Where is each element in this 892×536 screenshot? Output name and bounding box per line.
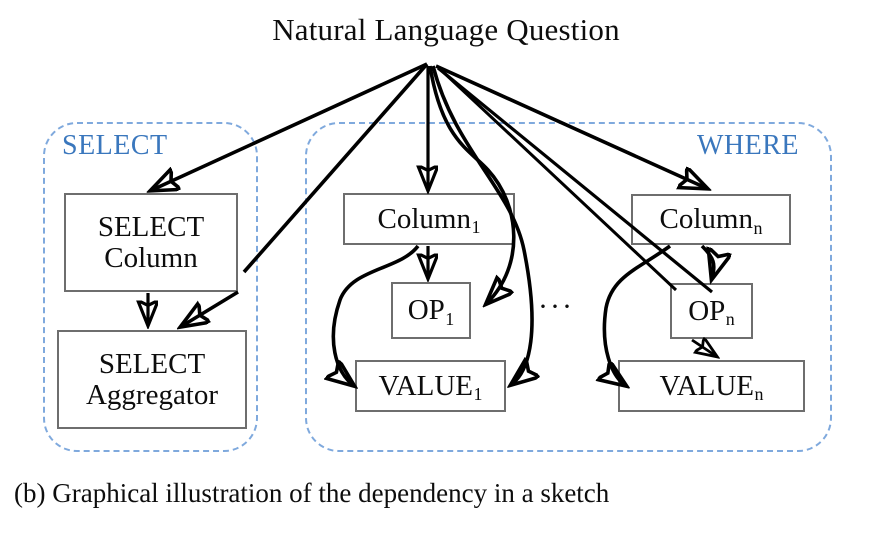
ellipsis-separator: ···: [538, 290, 574, 323]
node-select-column-line1: SELECT: [97, 210, 205, 243]
node-op-1-label: OP1: [407, 294, 455, 329]
figure-caption: (b) Graphical illustration of the depend…: [14, 478, 610, 508]
node-select-column-line2: Column: [104, 241, 198, 274]
node-op-1[interactable]: OP1: [391, 282, 471, 339]
group-label-where: WHERE: [697, 130, 800, 161]
node-value-1-label: VALUE1: [378, 369, 483, 405]
node-column-n[interactable]: Columnn: [631, 194, 791, 245]
node-column-1-label: Column1: [377, 202, 481, 238]
page-title: Natural Language Question: [272, 12, 620, 47]
node-select-aggregator-line1: SELECT: [98, 347, 206, 380]
node-value-n[interactable]: VALUEn: [618, 360, 805, 412]
node-select-aggregator-line2: Aggregator: [85, 378, 219, 411]
node-column-1[interactable]: Column1: [343, 193, 515, 245]
node-select-column[interactable]: SELECT Column: [64, 193, 238, 292]
group-select: [43, 122, 258, 452]
group-label-select: SELECT: [62, 130, 168, 161]
node-op-n[interactable]: OPn: [670, 283, 753, 339]
node-value-n-label: VALUEn: [659, 369, 764, 405]
node-value-1[interactable]: VALUE1: [355, 360, 506, 412]
node-column-n-label: Columnn: [659, 203, 763, 238]
node-select-aggregator[interactable]: SELECT Aggregator: [57, 330, 247, 429]
node-op-n-label: OPn: [688, 294, 735, 330]
